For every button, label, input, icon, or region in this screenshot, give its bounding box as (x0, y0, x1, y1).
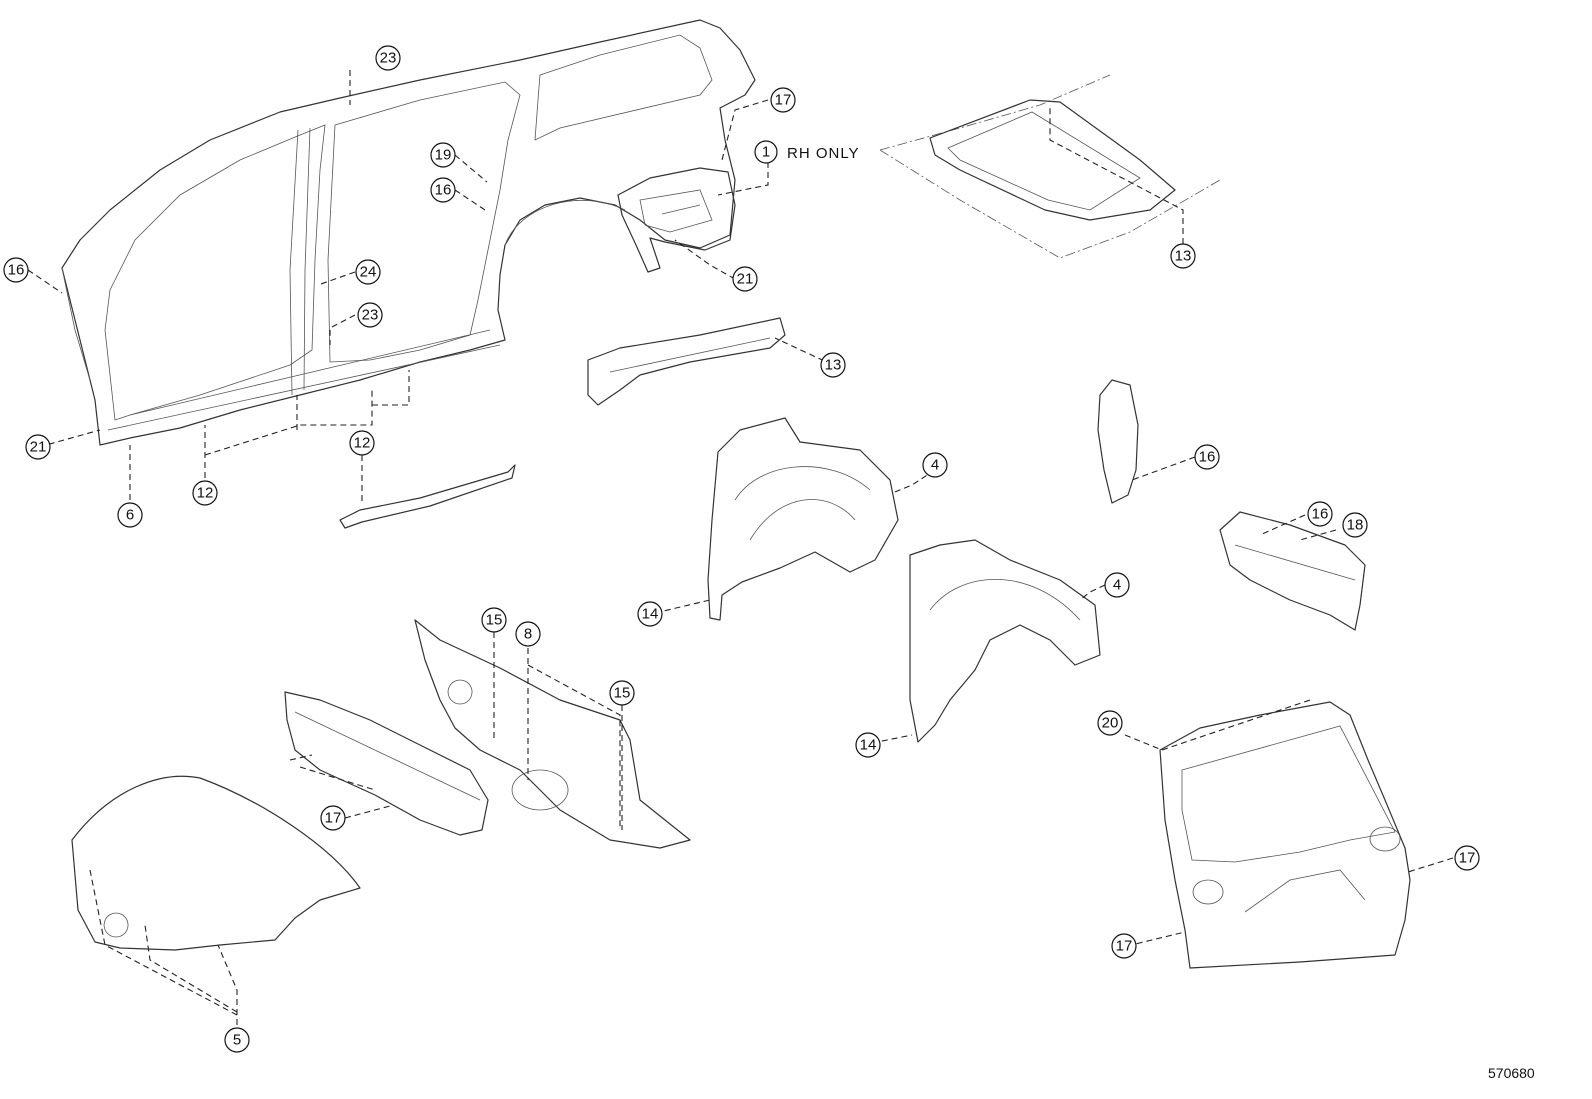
callout-number: 19 (435, 147, 452, 164)
callout-number: 17 (325, 810, 342, 827)
rh-only-note: RH ONLY (787, 145, 860, 162)
callout-number: 16 (1312, 506, 1329, 523)
callout-number: 15 (486, 612, 503, 629)
wheel-housing-outer-lower (909, 539, 1101, 743)
wheel-housing-outer-upper (707, 417, 899, 621)
quarter-pillar-reinforcement (1097, 379, 1139, 504)
callout-17-back-door-right: 17 (1454, 845, 1480, 871)
callout-23-middle: 23 (357, 302, 383, 328)
callout-number: 5 (233, 1032, 241, 1049)
dash-panel (414, 619, 691, 849)
callout-21-left: 21 (25, 434, 51, 460)
callout-4-upper: 4 (922, 452, 948, 478)
callout-5: 5 (224, 1027, 250, 1053)
fuel-lid-housing (617, 167, 736, 273)
callout-16-back-panel: 16 (1307, 501, 1333, 527)
callout-21-fuel: 21 (732, 266, 758, 292)
callout-number: 21 (737, 271, 754, 288)
callout-17-top: 17 (770, 87, 796, 113)
cowl-panel (284, 691, 489, 836)
callout-16-left: 16 (3, 257, 29, 283)
callout-number: 16 (435, 182, 452, 199)
callout-number: 4 (931, 457, 939, 474)
callout-number: 4 (1113, 577, 1121, 594)
callout-1: 1 (754, 140, 778, 164)
callout-4-lower: 4 (1104, 572, 1130, 598)
callout-number: 6 (126, 507, 134, 524)
callout-number: 16 (1199, 449, 1216, 466)
roof-panel (879, 74, 1221, 259)
callout-6: 6 (117, 502, 143, 528)
callout-15-left: 15 (481, 607, 507, 633)
callout-number: 1 (762, 144, 770, 161)
rocker-reinforcement (587, 317, 786, 406)
callout-number: 18 (1347, 517, 1364, 534)
callout-number: 20 (1102, 715, 1119, 732)
callout-23-top: 23 (375, 45, 401, 71)
callout-number: 14 (860, 737, 877, 754)
callout-number: 21 (30, 439, 47, 456)
callout-number: 8 (524, 626, 532, 643)
callout-number: 13 (825, 357, 842, 374)
callout-18: 18 (1342, 512, 1368, 538)
figure-id: 570680 (1488, 1065, 1535, 1081)
callout-number: 16 (8, 262, 25, 279)
callout-13-roof: 13 (1170, 243, 1196, 269)
callout-16-upper: 16 (430, 177, 456, 203)
callout-number: 17 (1459, 850, 1476, 867)
callout-number: 12 (197, 485, 214, 502)
back-door-panel (1159, 701, 1411, 969)
callout-number: 17 (775, 92, 792, 109)
callout-number: 12 (354, 435, 371, 452)
callout-number: 23 (380, 50, 397, 67)
callout-12-rail: 12 (349, 430, 375, 456)
callout-14-upper: 14 (637, 601, 663, 627)
callout-17-back-door-left: 17 (1111, 933, 1137, 959)
callout-number: 13 (1175, 248, 1192, 265)
callout-19: 19 (430, 142, 456, 168)
callout-14-lower: 14 (855, 732, 881, 758)
callout-number: 17 (1116, 938, 1133, 955)
callout-15-right: 15 (609, 680, 635, 706)
callout-number: 15 (614, 685, 631, 702)
callout-12-sill: 12 (192, 480, 218, 506)
callout-13-rocker: 13 (820, 352, 846, 378)
callout-20: 20 (1097, 710, 1123, 736)
callout-number: 24 (360, 264, 377, 281)
callout-number: 14 (642, 606, 659, 623)
callout-8: 8 (515, 621, 541, 647)
roof-side-rail (339, 464, 516, 529)
callout-24: 24 (355, 259, 381, 285)
leader-lines (27, 70, 1454, 1025)
hood-panel (71, 775, 361, 951)
back-panel (1219, 511, 1366, 631)
callout-16-pillar: 16 (1194, 444, 1220, 470)
callout-number: 23 (362, 307, 379, 324)
body-side-panel (61, 19, 756, 446)
callout-17-cowl: 17 (320, 805, 346, 831)
